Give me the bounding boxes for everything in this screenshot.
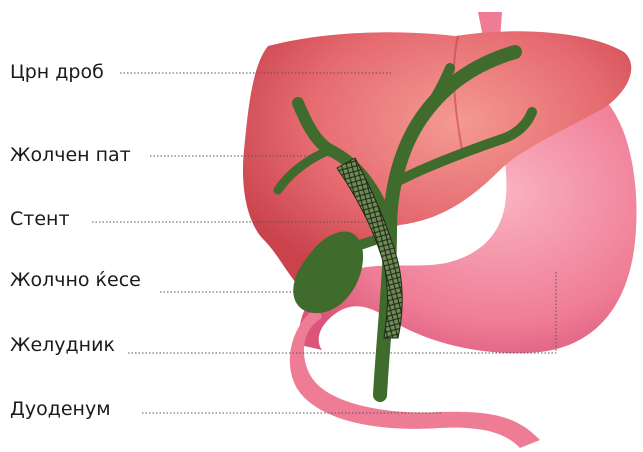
label-stent: Стент — [10, 210, 70, 229]
label-stomach: Желудник — [10, 336, 115, 355]
label-bile-duct: Жолчен пат — [10, 146, 131, 165]
label-gallbladder: Жолчно ќесе — [10, 271, 141, 290]
label-liver: Црн дроб — [10, 63, 104, 82]
label-duodenum: Дуоденум — [10, 400, 111, 419]
